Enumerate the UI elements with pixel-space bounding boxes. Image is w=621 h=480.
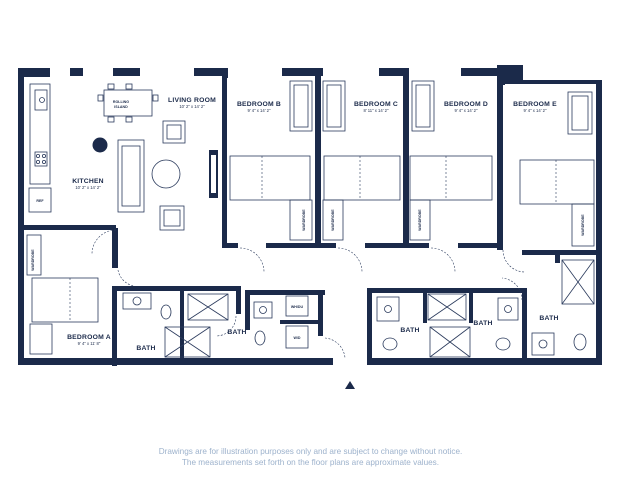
rolling-island-label-2: ISLAND: [114, 105, 128, 109]
bath-label-2: BATH: [227, 329, 246, 336]
bedroom-a-dims: 9' 4" x 11' 8": [78, 341, 101, 346]
bedroom-c-name: BEDROOM C: [354, 101, 398, 108]
bedroom-d-name: BEDROOM D: [444, 101, 488, 108]
bedroom-a-furniture: [26, 234, 99, 355]
bedroom-a-name: BEDROOM A: [67, 334, 111, 341]
bedroom-c-dims: 8' 11" x 14' 2": [364, 108, 389, 113]
bedroom-d-dims: 9' 4" x 14' 2": [455, 108, 478, 113]
door-swings: [91, 229, 526, 359]
disclaimer-line-1: Drawings are for illustration purposes o…: [158, 447, 463, 456]
living-room-dims: 10' 2" x 14' 2": [179, 104, 205, 109]
bedroom-b-name: BEDROOM B: [237, 101, 281, 108]
bedroom-e-dims: 9' 4" x 14' 2": [524, 108, 547, 113]
rolling-island-label-1: ROLLING: [113, 100, 129, 104]
wardrobe-label-e: WARDROBE: [581, 214, 585, 236]
wardrobe-label-b: WARDROBE: [302, 209, 306, 231]
bedroom-c-furniture: [322, 80, 401, 241]
bedroom-d-furniture: [409, 80, 493, 241]
bath-label-4: BATH: [473, 320, 492, 327]
bath-label-3: BATH: [400, 327, 419, 334]
interior-walls: [24, 76, 602, 366]
entry-arrow-icon: [345, 381, 355, 389]
bedroom-e-name: BEDROOM E: [513, 101, 557, 108]
living-room-name: LIVING ROOM: [168, 97, 216, 104]
kitchen-name: KITCHEN: [72, 178, 104, 185]
kitchen-dims: 10' 2" x 14' 2": [75, 185, 101, 190]
wardrobe-label-a: WARDROBE: [31, 249, 35, 271]
bedroom-e-furniture: [519, 91, 595, 247]
bedroom-b-dims: 9' 4" x 14' 2": [248, 108, 271, 113]
exterior-walls: [18, 65, 602, 365]
water-heater-label: WH/DU: [291, 305, 304, 309]
wardrobe-label-d: WARDROBE: [418, 209, 422, 231]
bath-label-5: BATH: [539, 315, 558, 322]
bath-label-1: BATH: [136, 345, 155, 352]
column-post: [92, 137, 108, 153]
wardrobe-label-c: WARDROBE: [331, 209, 335, 231]
living-furniture: [117, 120, 218, 231]
ref-label: REF: [36, 199, 44, 203]
bath-fixtures: [122, 259, 595, 358]
dining-table: [97, 83, 159, 123]
bedroom-b-furniture: [229, 80, 313, 241]
washer-dryer-label: W/D: [294, 336, 301, 340]
disclaimer-line-2: The measurements set forth on the floor …: [181, 458, 440, 467]
kitchen-fixtures: [28, 83, 52, 213]
